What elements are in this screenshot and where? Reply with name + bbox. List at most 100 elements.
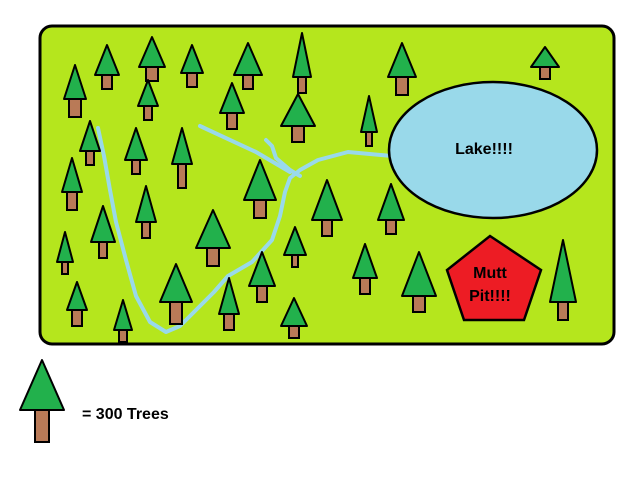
legend-tree-icon: [19, 359, 65, 443]
legend-label: = 300 Trees: [82, 406, 169, 423]
tree-canopy: [79, 120, 101, 152]
tree-icon: [352, 243, 378, 295]
tree-trunk: [539, 66, 551, 80]
tree-canopy: [233, 42, 263, 76]
tree-canopy: [387, 42, 417, 78]
tree-canopy: [171, 127, 193, 165]
tree-canopy: [218, 277, 240, 315]
tree-trunk: [131, 159, 141, 175]
tree-trunk: [101, 74, 113, 90]
tree-icon: [61, 157, 83, 211]
tree-canopy: [248, 251, 276, 287]
tree-trunk: [145, 66, 159, 82]
tree-canopy: [243, 159, 277, 201]
legend: = 300 Trees: [19, 359, 169, 443]
tree-trunk: [68, 98, 82, 118]
tree-canopy: [180, 44, 204, 74]
tree-icon: [135, 185, 157, 239]
tree-icon: [124, 127, 148, 175]
tree-icon: [248, 251, 276, 303]
tree-icon: [66, 281, 88, 327]
tree-icon: [233, 42, 263, 90]
tree-trunk: [226, 112, 238, 130]
tree-trunk: [321, 219, 333, 237]
tree-canopy: [56, 231, 74, 263]
tree-trunk: [242, 74, 254, 90]
tree-icon: [549, 239, 577, 321]
tree-trunk: [291, 125, 305, 143]
tree-icon: [311, 179, 343, 237]
mutt-pit-label-line2: Pit!!!!: [469, 288, 511, 305]
tree-canopy: [280, 297, 308, 327]
tree-trunk: [253, 199, 267, 219]
tree-trunk: [359, 277, 371, 295]
tree-trunk: [85, 150, 95, 166]
tree-trunk: [143, 105, 153, 121]
tree-canopy: [63, 64, 87, 100]
tree-canopy: [219, 82, 245, 114]
tree-canopy: [66, 281, 88, 311]
tree-icon: [63, 64, 87, 118]
mutt-pit-label-line1: Mutt: [473, 265, 507, 282]
tree-trunk: [206, 247, 220, 267]
tree-icon: [218, 277, 240, 331]
trees-layer: [56, 32, 577, 343]
tree-canopy: [352, 243, 378, 279]
tree-trunk: [557, 301, 569, 321]
tree-trunk: [61, 261, 69, 275]
tree-canopy: [377, 183, 405, 221]
tree-trunk: [288, 325, 300, 339]
tree-trunk: [71, 309, 83, 327]
tree-canopy: [195, 209, 231, 249]
tree-canopy: [530, 46, 560, 68]
stream-branch-upper: [198, 124, 292, 174]
tree-icon: [90, 205, 116, 259]
tree-icon: [94, 44, 120, 90]
tree-canopy: [549, 239, 577, 303]
tree-icon: [387, 42, 417, 96]
tree-canopy: [113, 299, 133, 331]
tree-icon: [56, 231, 74, 275]
tree-icon: [280, 93, 316, 143]
tree-canopy: [292, 32, 312, 78]
tree-canopy: [138, 36, 166, 68]
tree-trunk: [385, 219, 397, 235]
tree-canopy: [311, 179, 343, 221]
tree-trunk: [412, 295, 426, 313]
tree-icon: [137, 79, 159, 121]
tree-icon: [243, 159, 277, 219]
tree-canopy: [90, 205, 116, 243]
tree-trunk: [177, 163, 187, 189]
tree-canopy: [401, 251, 437, 297]
stream-branch-hook: [264, 138, 302, 178]
tree-trunk: [66, 191, 78, 211]
tree-trunk: [365, 131, 373, 147]
stream: [96, 124, 394, 334]
tree-canopy: [61, 157, 83, 193]
tree-canopy: [283, 226, 307, 256]
tree-icon: [171, 127, 193, 189]
tree-canopy: [94, 44, 120, 76]
tree-icon: [113, 299, 133, 343]
tree-trunk: [141, 221, 151, 239]
tree-icon: [530, 46, 560, 80]
tree-trunk: [98, 241, 108, 259]
tree-trunk: [169, 301, 183, 325]
mutt-pit: [445, 234, 543, 322]
tree-icon: [292, 32, 312, 94]
tree-icon: [195, 209, 231, 267]
tree-canopy: [124, 127, 148, 161]
tree-trunk: [256, 285, 268, 303]
tree-icon: [159, 263, 193, 325]
tree-icon: [360, 95, 378, 147]
lake-label: Lake!!!!: [455, 141, 513, 158]
tree-trunk: [297, 76, 307, 94]
lake: [387, 80, 599, 220]
tree-icon: [19, 359, 65, 443]
tree-trunk: [395, 76, 409, 96]
tree-canopy: [19, 359, 65, 411]
tree-icon: [283, 226, 307, 268]
tree-icon: [401, 251, 437, 313]
tree-icon: [280, 297, 308, 339]
